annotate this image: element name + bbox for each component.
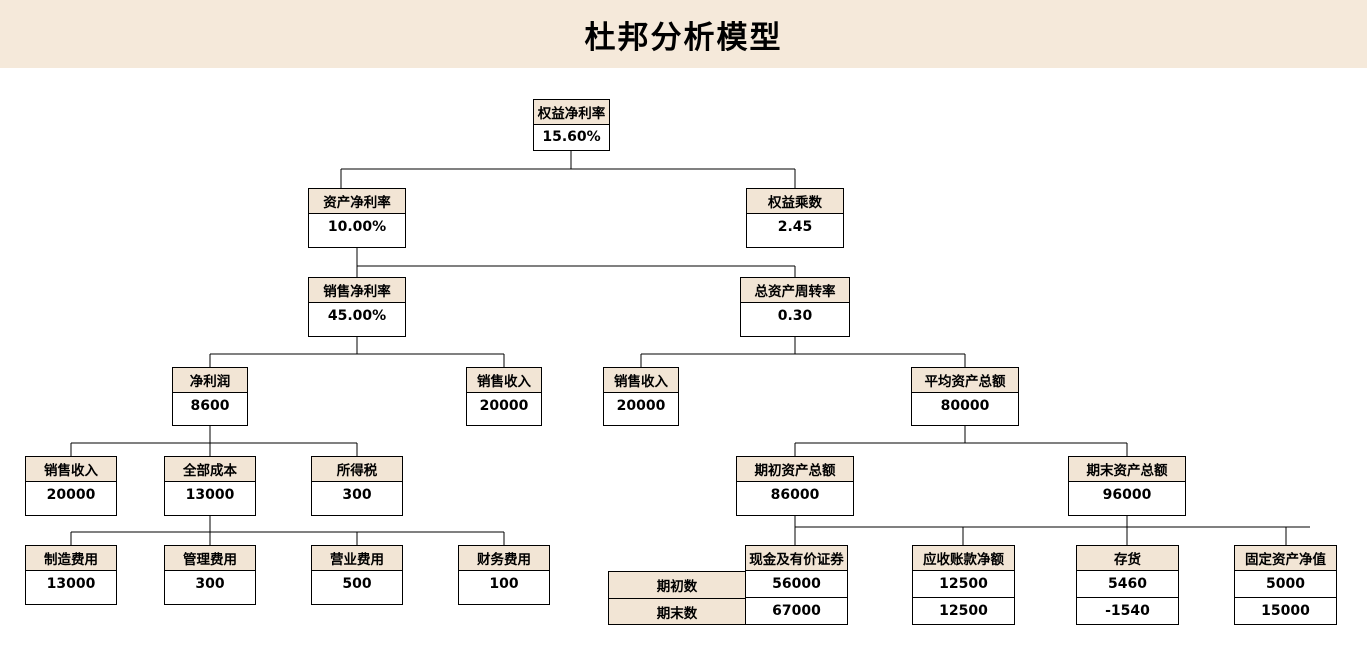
node-administrative-expense[interactable]: 管理费用 300 [164, 545, 256, 605]
node-selling-expense-value: 500 [312, 571, 402, 597]
node-sales-revenue-margin[interactable]: 销售收入 20000 [466, 367, 542, 426]
node-sales-revenue-cost-label: 销售收入 [26, 457, 116, 482]
row-label-ending: 期末数 [609, 598, 745, 624]
node-sales-revenue-margin-value: 20000 [467, 393, 541, 419]
node-sales-revenue-cost[interactable]: 销售收入 20000 [25, 456, 117, 516]
node-accounts-receivable-net-end: 12500 [913, 597, 1014, 623]
row-label-beginning: 期初数 [609, 572, 745, 598]
node-total-cost-value: 13000 [165, 482, 255, 508]
node-average-total-assets-value: 80000 [912, 393, 1018, 419]
node-asset-turnover[interactable]: 总资产周转率 0.30 [740, 277, 850, 337]
node-administrative-expense-value: 300 [165, 571, 255, 597]
node-net-profit-margin[interactable]: 销售净利率 45.00% [308, 277, 406, 337]
node-net-fixed-assets-begin: 5000 [1235, 571, 1336, 597]
node-income-tax-value: 300 [312, 482, 402, 508]
node-roa[interactable]: 资产净利率 10.00% [308, 188, 406, 248]
node-manufacturing-expense[interactable]: 制造费用 13000 [25, 545, 117, 605]
node-sales-revenue-turnover-label: 销售收入 [604, 368, 678, 393]
node-beginning-total-assets-label: 期初资产总额 [737, 457, 853, 482]
node-roe[interactable]: 权益净利率 15.60% [533, 99, 610, 151]
node-net-fixed-assets[interactable]: 固定资产净值 5000 15000 [1234, 545, 1337, 625]
node-equity-multiplier[interactable]: 权益乘数 2.45 [746, 188, 844, 248]
node-selling-expense-label: 营业费用 [312, 546, 402, 571]
node-inventory-end: -1540 [1077, 597, 1178, 623]
node-net-profit-margin-label: 销售净利率 [309, 278, 405, 303]
node-total-cost-label: 全部成本 [165, 457, 255, 482]
node-sales-revenue-turnover[interactable]: 销售收入 20000 [603, 367, 679, 426]
node-average-total-assets-label: 平均资产总额 [912, 368, 1018, 393]
node-ending-total-assets-value: 96000 [1069, 482, 1185, 508]
node-net-fixed-assets-end: 15000 [1235, 597, 1336, 623]
node-sales-revenue-cost-value: 20000 [26, 482, 116, 508]
node-cash-and-securities[interactable]: 现金及有价证券 56000 67000 [745, 545, 848, 625]
node-beginning-total-assets-value: 86000 [737, 482, 853, 508]
node-roa-value: 10.00% [309, 214, 405, 240]
node-ending-total-assets[interactable]: 期末资产总额 96000 [1068, 456, 1186, 516]
node-net-profit[interactable]: 净利润 8600 [172, 367, 248, 426]
node-net-profit-value: 8600 [173, 393, 247, 419]
node-finance-expense-value: 100 [459, 571, 549, 597]
node-manufacturing-expense-value: 13000 [26, 571, 116, 597]
node-average-total-assets[interactable]: 平均资产总额 80000 [911, 367, 1019, 426]
node-inventory-label: 存货 [1077, 546, 1178, 571]
node-finance-expense[interactable]: 财务费用 100 [458, 545, 550, 605]
node-equity-multiplier-value: 2.45 [747, 214, 843, 240]
node-net-profit-label: 净利润 [173, 368, 247, 393]
page-header: 杜邦分析模型 [0, 0, 1367, 68]
node-ending-total-assets-label: 期末资产总额 [1069, 457, 1185, 482]
node-sales-revenue-turnover-value: 20000 [604, 393, 678, 419]
node-selling-expense[interactable]: 营业费用 500 [311, 545, 403, 605]
node-net-profit-margin-value: 45.00% [309, 303, 405, 329]
node-asset-turnover-value: 0.30 [741, 303, 849, 329]
node-equity-multiplier-label: 权益乘数 [747, 189, 843, 214]
node-accounts-receivable-net[interactable]: 应收账款净额 12500 12500 [912, 545, 1015, 625]
node-inventory[interactable]: 存货 5460 -1540 [1076, 545, 1179, 625]
node-beginning-total-assets[interactable]: 期初资产总额 86000 [736, 456, 854, 516]
node-roe-label: 权益净利率 [534, 100, 609, 125]
node-cash-and-securities-begin: 56000 [746, 571, 847, 597]
node-cash-and-securities-label: 现金及有价证券 [746, 546, 847, 571]
node-asset-turnover-label: 总资产周转率 [741, 278, 849, 303]
node-inventory-begin: 5460 [1077, 571, 1178, 597]
page-title: 杜邦分析模型 [584, 19, 783, 56]
node-administrative-expense-label: 管理费用 [165, 546, 255, 571]
node-roa-label: 资产净利率 [309, 189, 405, 214]
node-roe-value: 15.60% [534, 124, 609, 150]
asset-breakdown-row-labels: 期初数 期末数 [608, 571, 746, 625]
node-sales-revenue-margin-label: 销售收入 [467, 368, 541, 393]
node-total-cost[interactable]: 全部成本 13000 [164, 456, 256, 516]
node-accounts-receivable-net-begin: 12500 [913, 571, 1014, 597]
node-income-tax[interactable]: 所得税 300 [311, 456, 403, 516]
node-finance-expense-label: 财务费用 [459, 546, 549, 571]
node-accounts-receivable-net-label: 应收账款净额 [913, 546, 1014, 571]
node-manufacturing-expense-label: 制造费用 [26, 546, 116, 571]
node-cash-and-securities-end: 67000 [746, 597, 847, 623]
node-net-fixed-assets-label: 固定资产净值 [1235, 546, 1336, 571]
node-income-tax-label: 所得税 [312, 457, 402, 482]
